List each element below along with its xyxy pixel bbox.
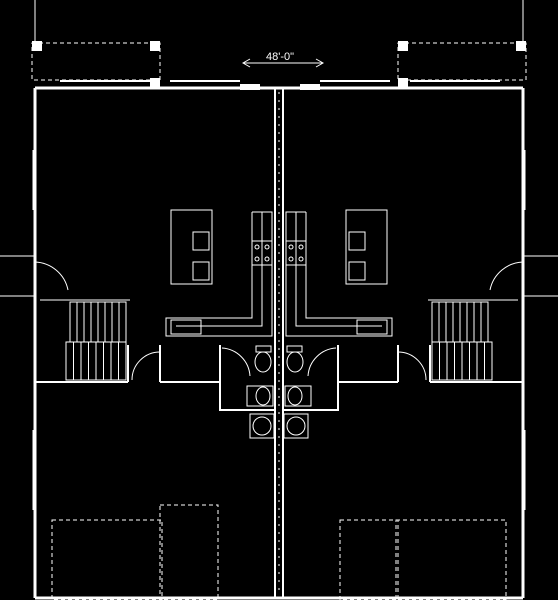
garage-left — [51, 504, 219, 600]
entry-door-left — [0, 255, 69, 297]
entry-door-right — [489, 255, 558, 297]
dimension-label: 48'-0" — [266, 51, 294, 63]
porch-right — [397, 41, 527, 88]
closet-door-right — [397, 351, 427, 381]
stair-right — [428, 299, 518, 381]
closet-door-left — [131, 351, 161, 381]
porch-left — [31, 41, 161, 88]
stair-left — [40, 299, 130, 381]
laundry-right — [283, 413, 309, 439]
side-windows — [32, 150, 526, 510]
kitchen-island-left — [170, 209, 213, 285]
kitchen-counter-right — [285, 211, 393, 337]
powder-room-left — [221, 345, 274, 407]
garage-right — [339, 519, 507, 600]
exterior-walls — [33, 80, 525, 600]
powder-room-right — [284, 345, 337, 407]
interior-walls — [35, 345, 523, 411]
laundry-left — [249, 413, 275, 439]
dimension-line: 48'-0" — [241, 51, 325, 68]
party-wall — [274, 88, 284, 598]
kitchen-island-right — [345, 209, 388, 285]
kitchen-counter-left — [165, 211, 273, 337]
